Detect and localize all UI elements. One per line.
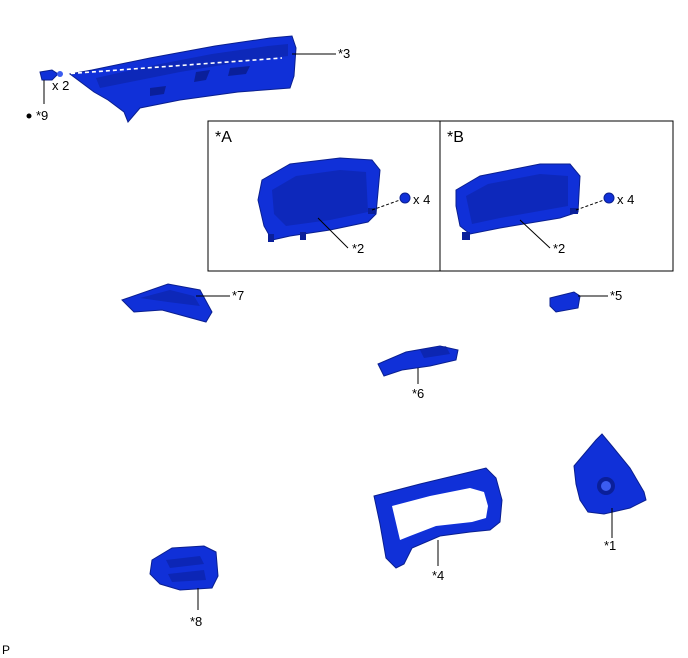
part-2-meter-b xyxy=(455,163,615,249)
qty-screws-a: x 4 xyxy=(413,192,430,207)
part-6-switch-panel xyxy=(377,345,459,384)
label-part-1: *1 xyxy=(604,538,616,553)
label-part-6: *6 xyxy=(412,386,424,401)
label-part-9: *9 xyxy=(36,108,48,123)
clip-part-9 xyxy=(39,69,63,104)
label-part-7: *7 xyxy=(232,288,244,303)
panel-label-b: *B xyxy=(447,129,464,146)
qty-screws-b: x 4 xyxy=(617,192,634,207)
label-part-4: *4 xyxy=(432,568,444,583)
part-1-side-panel xyxy=(573,433,647,538)
part-7-vent-panel xyxy=(121,283,230,323)
label-part-2-a: *2 xyxy=(352,241,364,256)
label-part-2-b: *2 xyxy=(553,241,565,256)
label-part-3: *3 xyxy=(338,46,350,61)
part-8-switch-bezel xyxy=(149,545,219,610)
panel-label-a: *A xyxy=(215,129,232,146)
part-2-meter-a xyxy=(257,157,411,249)
part-4-cluster-bezel xyxy=(373,467,503,569)
diagram-code: P xyxy=(2,643,10,657)
part-5-switch xyxy=(549,291,608,313)
part-3-upper-panel xyxy=(63,35,297,123)
qty-clips: x 2 xyxy=(52,78,69,93)
bullet-dot-icon xyxy=(26,113,32,119)
label-part-5: *5 xyxy=(610,288,622,303)
label-part-8: *8 xyxy=(190,614,202,629)
